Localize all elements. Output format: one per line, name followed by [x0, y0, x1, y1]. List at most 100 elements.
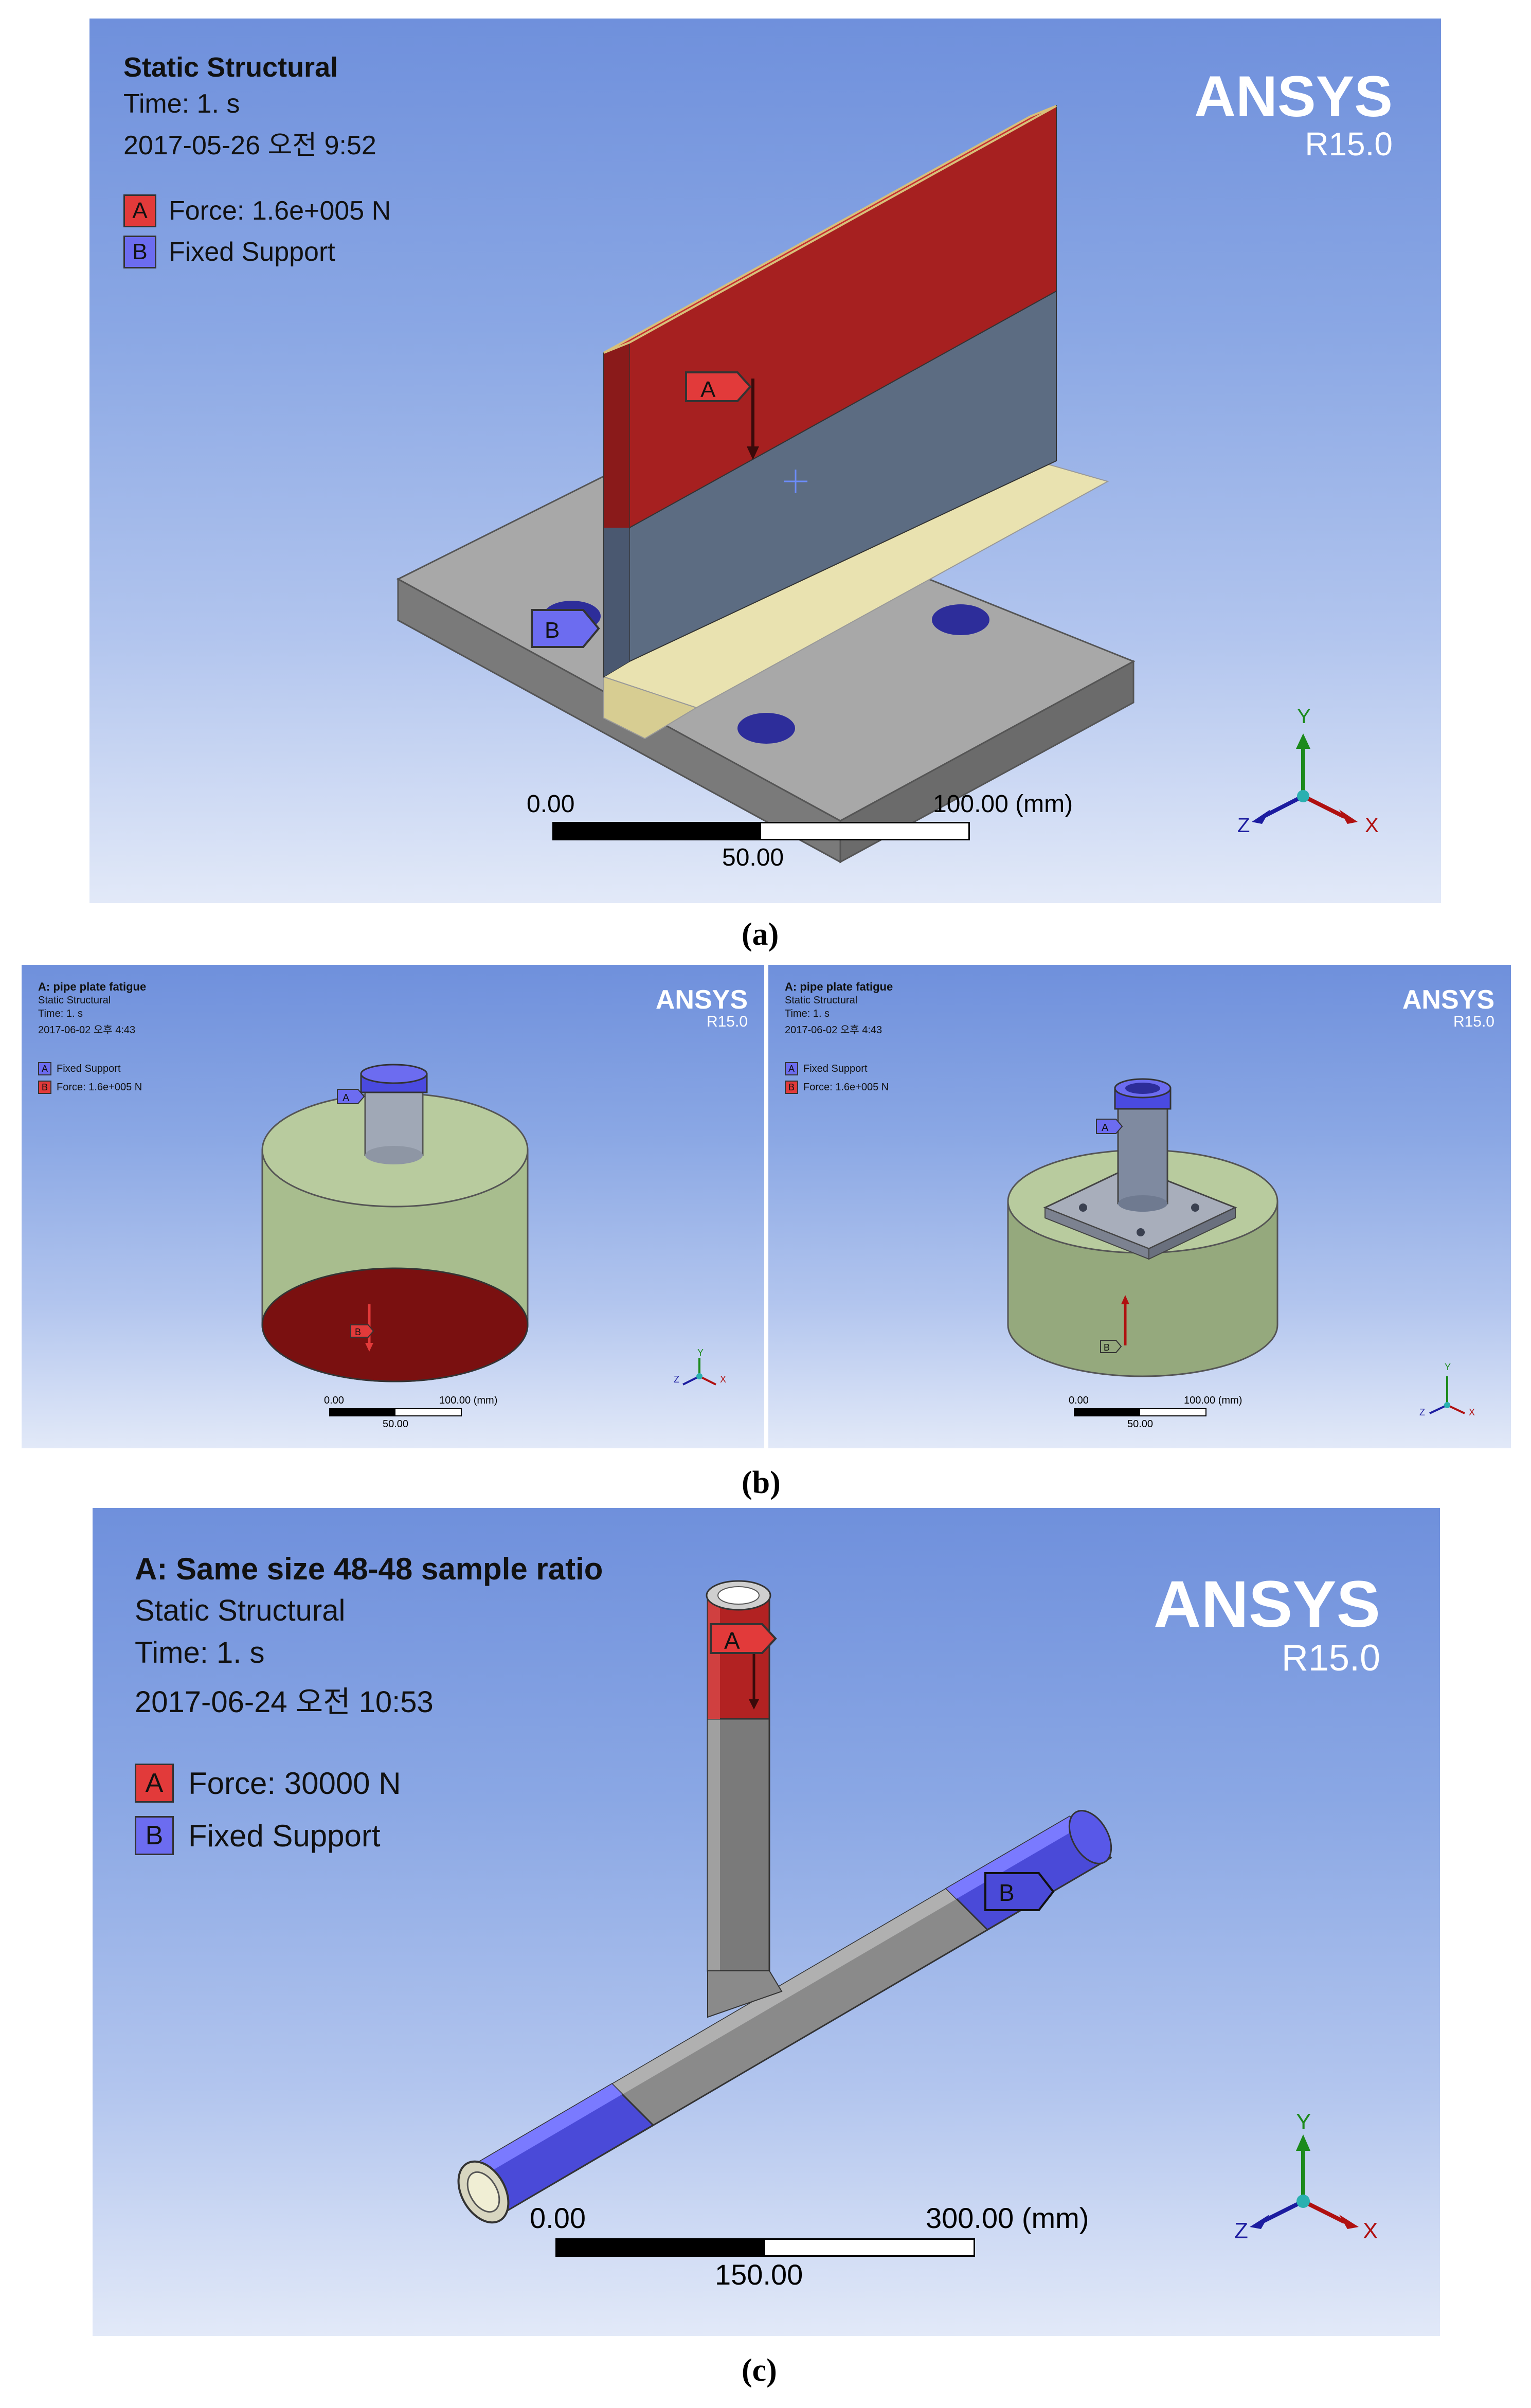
svg-text:Y: Y [1296, 2109, 1311, 2134]
scale-bar: 0.00 100.00 (mm) 50.00 [527, 790, 1073, 872]
svg-text:B: B [1104, 1342, 1110, 1353]
scale-end: 100.00 (mm) [1184, 1395, 1242, 1406]
model-pipe-cylinder[interactable]: A B Y X Z [22, 965, 764, 1448]
legend-chip-a: A [123, 194, 156, 227]
svg-text:B: B [545, 618, 560, 643]
caption-a: (a) [742, 917, 779, 952]
force-tag-a[interactable]: A [685, 371, 752, 402]
brand-name: ANSYS [655, 985, 748, 1015]
brand-name: ANSYS [1154, 1568, 1380, 1641]
analysis-time: Time: 1. s [785, 1008, 830, 1019]
brand-name: ANSYS [1402, 985, 1494, 1015]
viewport-a[interactable]: A B Y X Z Static Structural Time: 1. s 2… [89, 19, 1441, 903]
svg-text:Y: Y [1297, 705, 1311, 728]
scale-mid: 50.00 [383, 1418, 409, 1430]
scale-bar: 0.00 300.00 (mm) 150.00 [530, 2201, 1121, 2291]
scale-start: 0.00 [1069, 1395, 1089, 1406]
legend-item-support[interactable]: B Fixed Support [135, 1809, 401, 1862]
legend-label-force: Force: 1.6e+005 N [169, 196, 391, 226]
legend-label-support: Fixed Support [57, 1063, 121, 1074]
legend-item-support[interactable]: B Fixed Support [123, 231, 391, 273]
analysis-title: Static Structural [38, 995, 111, 1006]
legend-item-support[interactable]: A Fixed Support [785, 1059, 889, 1078]
analysis-date: 2017-06-24 오전 10:53 [135, 1685, 434, 1719]
svg-text:Z: Z [674, 1374, 679, 1385]
analysis-date: 2017-06-02 오후 4:43 [38, 1025, 136, 1036]
svg-text:Z: Z [1234, 2218, 1248, 2243]
brand-version: R15.0 [706, 1013, 748, 1030]
svg-text:A: A [724, 1627, 740, 1654]
scale-bar: 0.00 100.00 (mm) 50.00 [1069, 1395, 1290, 1441]
ansys-logo: ANSYS R15.0 [1194, 68, 1393, 163]
brand-name: ANSYS [1194, 64, 1393, 129]
scale-end: 300.00 (mm) [926, 2202, 1089, 2234]
svg-text:Y: Y [697, 1347, 704, 1358]
boundary-legend: A Force: 30000 N B Fixed Support [135, 1757, 401, 1862]
legend-item-force[interactable]: B Force: 1.6e+005 N [785, 1078, 889, 1097]
legend-label-force: Force: 1.6e+005 N [803, 1081, 889, 1093]
model-t-joint[interactable]: A B Y X Z [89, 19, 1441, 903]
ansys-logo: ANSYS R15.0 [1154, 1572, 1380, 1679]
support-tag-b[interactable]: B [531, 609, 600, 648]
scale-start: 0.00 [530, 2202, 586, 2234]
analysis-time: Time: 1. s [123, 89, 240, 119]
svg-text:A: A [700, 377, 716, 402]
scale-bar: 0.00 100.00 (mm) 50.00 [324, 1395, 545, 1441]
svg-text:X: X [720, 1374, 726, 1385]
brand-version: R15.0 [1281, 1638, 1380, 1679]
model-name: A: Same size 48-48 sample ratio [135, 1552, 603, 1586]
legend-item-force[interactable]: A Force: 1.6e+005 N [123, 190, 391, 231]
analysis-time: Time: 1. s [38, 1008, 83, 1019]
caption-b: (b) [742, 1465, 781, 1500]
brand-version: R15.0 [1453, 1013, 1494, 1030]
scale-start: 0.00 [324, 1395, 344, 1406]
svg-text:X: X [1365, 814, 1379, 837]
scale-end: 100.00 (mm) [439, 1395, 498, 1406]
force-tag-a[interactable]: A [710, 1623, 777, 1654]
axis-triad: Y X Z [1234, 2109, 1378, 2243]
model-name: A: pipe plate fatigue [38, 980, 147, 993]
svg-text:B: B [355, 1327, 361, 1337]
legend-chip-a: A [135, 1764, 174, 1803]
svg-text:X: X [1469, 1407, 1475, 1417]
scale-mid: 50.00 [1127, 1418, 1154, 1430]
viewport-b-left[interactable]: A B Y X Z A: pipe plate fatigue Static S… [22, 965, 764, 1448]
svg-text:B: B [999, 1879, 1015, 1906]
support-tag-a[interactable]: A [1096, 1119, 1123, 1134]
scale-end: 100.00 (mm) [933, 790, 1073, 818]
viewport-c[interactable]: A B Y X Z A: Same size 48-48 sample rati… [93, 1508, 1440, 2336]
scale-start: 0.00 [527, 790, 575, 818]
analysis-date: 2017-06-02 오후 4:43 [785, 1025, 882, 1036]
scale-mid: 50.00 [722, 844, 784, 871]
svg-text:Z: Z [1237, 814, 1250, 837]
axis-triad: Y X Z [1237, 705, 1379, 837]
scale-mid: 150.00 [715, 2258, 803, 2291]
svg-text:X: X [1363, 2218, 1378, 2243]
caption-c: (c) [742, 2353, 777, 2388]
legend-item-force[interactable]: B Force: 1.6e+005 N [38, 1078, 142, 1097]
analysis-title: Static Structural [785, 995, 858, 1006]
boundary-legend: A Fixed Support B Force: 1.6e+005 N [38, 1059, 142, 1097]
legend-label-support: Fixed Support [169, 237, 335, 267]
axis-triad: Y X Z [674, 1347, 726, 1386]
ansys-logo: ANSYS R15.0 [1402, 986, 1494, 1031]
force-tag-b[interactable]: B [350, 1324, 374, 1338]
support-tag-a[interactable]: A [337, 1089, 365, 1104]
svg-text:A: A [343, 1092, 350, 1104]
legend-chip-b: B [135, 1816, 174, 1855]
support-tag-b[interactable]: B [984, 1872, 1055, 1911]
legend-label-force: Force: 30000 N [188, 1766, 401, 1801]
model-pipe-plate-cylinder[interactable]: A B Y X Z [768, 965, 1511, 1448]
model-tee-pipe[interactable]: A B Y X Z [93, 1508, 1440, 2336]
legend-chip-a: A [38, 1062, 51, 1075]
legend-item-support[interactable]: A Fixed Support [38, 1059, 142, 1078]
legend-item-force[interactable]: A Force: 30000 N [135, 1757, 401, 1809]
svg-text:Y: Y [1445, 1362, 1451, 1372]
legend-label-force: Force: 1.6e+005 N [57, 1081, 142, 1093]
force-tag-b[interactable]: B [1100, 1340, 1122, 1353]
legend-label-support: Fixed Support [803, 1063, 868, 1074]
ansys-logo: ANSYS R15.0 [656, 986, 748, 1031]
analysis-title: Static Structural [123, 52, 338, 83]
viewport-b-right[interactable]: A B Y X Z A: pipe plate fatigue Static S… [768, 965, 1511, 1448]
analysis-date: 2017-05-26 오전 9:52 [123, 131, 376, 160]
